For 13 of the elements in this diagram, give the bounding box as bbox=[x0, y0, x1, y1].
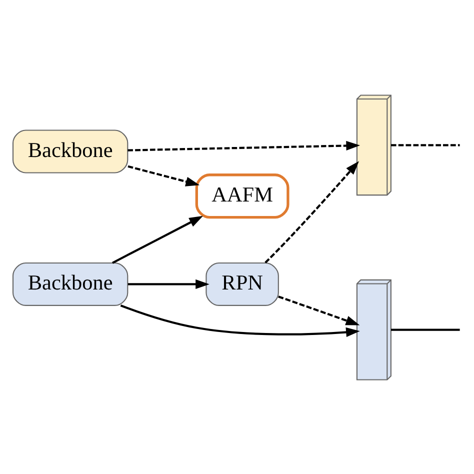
node-box: Backbone bbox=[12, 129, 128, 173]
node-box: RPN bbox=[206, 262, 279, 306]
arrow bbox=[128, 278, 210, 289]
arrow bbox=[128, 140, 360, 151]
node-box: Backbone bbox=[12, 262, 128, 306]
arrow bbox=[264, 160, 359, 263]
arrow bbox=[120, 304, 360, 337]
arrow bbox=[128, 164, 200, 186]
node-box: AAFM bbox=[195, 173, 290, 218]
connector bbox=[390, 144, 460, 146]
connector bbox=[390, 328, 460, 330]
arrow bbox=[112, 215, 204, 264]
arrow bbox=[278, 295, 360, 325]
